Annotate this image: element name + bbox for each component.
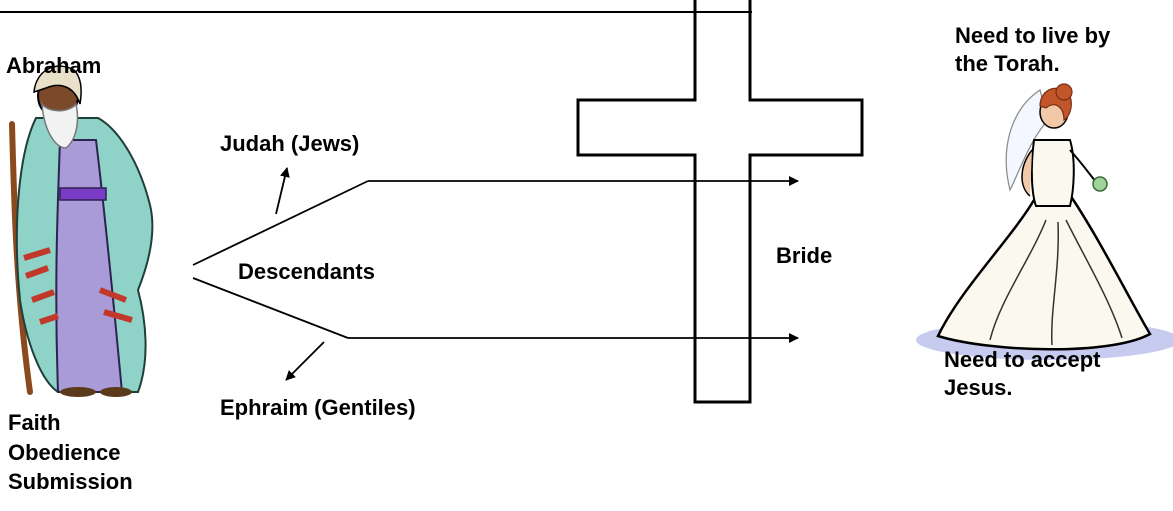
torah-note: Need to live by the Torah. (955, 22, 1110, 77)
bride-figure-icon (916, 83, 1173, 360)
trait-faith: Faith (8, 410, 61, 435)
jesus-note-line2: Jesus. (944, 374, 1013, 400)
jesus-note: Need to accept Jesus. (944, 346, 1101, 401)
torah-note-line2: the Torah. (955, 50, 1060, 76)
upper-branch-line (192, 180, 369, 266)
abraham-figure-icon (9, 65, 154, 397)
jesus-note-line1: Need to accept (944, 347, 1101, 372)
abraham-label: Abraham (6, 53, 102, 78)
trait-obedience: Obedience (8, 439, 121, 465)
bride-label: Bride (776, 243, 833, 268)
lower-branch-line (192, 277, 349, 339)
torah-note-line1: Need to live by (955, 23, 1111, 48)
traits-list: Faith Obedience Submission (8, 408, 133, 497)
trait-submission: Submission (8, 469, 133, 495)
judah-label: Judah (Jews) (220, 131, 360, 156)
ephraim-pointer-arrow (285, 341, 325, 381)
cross-icon (576, 0, 864, 404)
ephraim-label: Ephraim (Gentiles) (220, 395, 416, 420)
descendants-label: Descendants (238, 259, 375, 284)
judah-pointer-arrow (275, 167, 290, 215)
